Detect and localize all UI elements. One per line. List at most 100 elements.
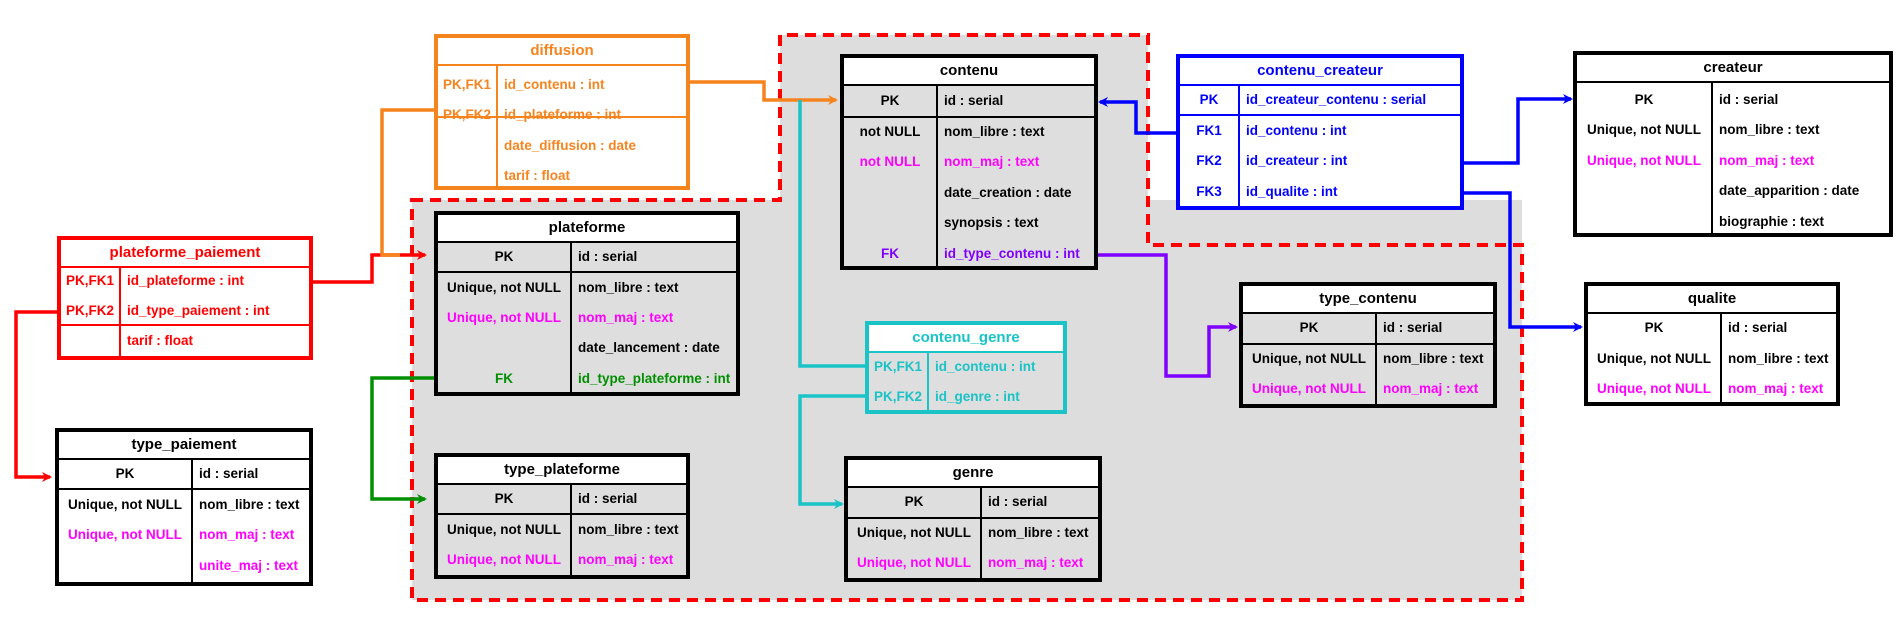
field-cell: id_createur_contenu : serial <box>1246 92 1427 107</box>
field-cell: nom_maj : text <box>578 552 674 567</box>
key-cell: PK <box>1199 92 1219 107</box>
field-cell: nom_libre : text <box>1728 351 1829 366</box>
region-boundary <box>410 33 1524 602</box>
column-divider <box>1711 81 1713 233</box>
field-cell: nom_maj : text <box>1383 381 1479 396</box>
key-cell: Unique, not NULL <box>68 527 182 542</box>
table-title: type_plateforme <box>438 457 686 485</box>
column-divider <box>191 458 193 582</box>
key-cell: Unique, not NULL <box>1252 351 1366 366</box>
field-cell: tarif : float <box>504 168 570 183</box>
table-title: plateforme <box>438 215 736 243</box>
table-contenu-genre: contenu_genre PK,FK1 id_contenu : int PK… <box>865 321 1067 414</box>
key-cell: PK,FK1 <box>873 359 922 374</box>
table-title: contenu <box>844 58 1094 86</box>
field-cell: nom_libre : text <box>578 522 679 537</box>
table-title: genre <box>848 460 1098 488</box>
key-cell: PK,FK2 <box>873 389 922 404</box>
key-cell <box>438 161 496 191</box>
key-cell: PK <box>494 249 514 264</box>
column-divider <box>936 84 938 266</box>
table-type-contenu: type_contenu PK id : serial Unique, not … <box>1239 282 1497 408</box>
header-divider <box>438 116 686 118</box>
field-cell: id : serial <box>1719 92 1779 107</box>
key-cell <box>844 178 936 208</box>
key-cell: FK <box>881 246 899 261</box>
field-cell: id : serial <box>988 494 1048 509</box>
key-cell: Unique, not NULL <box>1252 381 1366 396</box>
field-cell: date_lancement : date <box>578 340 720 355</box>
table-title: type_paiement <box>59 432 309 460</box>
field-cell: nom_libre : text <box>578 280 679 295</box>
field-cell: nom_maj : text <box>988 555 1084 570</box>
key-cell: Unique, not NULL <box>1587 122 1701 137</box>
field-cell: id : serial <box>1728 320 1788 335</box>
field-cell: nom_maj : text <box>199 527 295 542</box>
field-cell: id : serial <box>944 93 1004 108</box>
field-cell: nom_libre : text <box>1383 351 1484 366</box>
field-cell: nom_libre : text <box>944 124 1045 139</box>
connector-contenu-genre-contenu <box>798 100 866 368</box>
field-cell: nom_maj : text <box>1719 153 1815 168</box>
field-cell: synopsis : text <box>944 215 1039 230</box>
field-cell: id_type_plateforme : int <box>578 371 731 386</box>
column-divider <box>1720 312 1722 402</box>
table-title: type_contenu <box>1243 286 1493 314</box>
key-cell: not NULL <box>859 124 921 139</box>
field-cell: nom_libre : text <box>988 525 1089 540</box>
key-cell: PK <box>115 466 135 481</box>
connector-paiement-plateforme <box>312 250 427 284</box>
table-plateforme: plateforme PK id : serial Unique, not NU… <box>434 211 740 396</box>
column-divider <box>1238 84 1240 206</box>
table-title: diffusion <box>438 38 686 66</box>
key-cell: FK <box>495 371 513 386</box>
field-cell: id_createur : int <box>1246 153 1348 168</box>
header-divider <box>844 116 1094 118</box>
column-divider <box>496 64 498 186</box>
table-type-plateforme: type_plateforme PK id : serial Unique, n… <box>434 453 690 579</box>
key-cell: FK2 <box>1196 153 1222 168</box>
key-cell: FK3 <box>1196 184 1222 199</box>
column-divider <box>570 241 572 392</box>
key-cell: FK1 <box>1196 123 1222 138</box>
key-cell: Unique, not NULL <box>447 552 561 567</box>
field-cell: id : serial <box>199 466 259 481</box>
key-cell: PK <box>1634 92 1654 107</box>
column-divider <box>1375 312 1377 404</box>
connector-contenu-createur-qualite <box>1462 191 1583 332</box>
field-cell: tarif : float <box>127 333 193 348</box>
header-divider <box>61 324 309 326</box>
column-divider <box>927 351 929 410</box>
key-cell <box>438 333 570 363</box>
key-cell <box>61 326 119 356</box>
connector-plateforme-type-plateforme <box>370 376 436 504</box>
table-type-paiement: type_paiement PK id : serial Unique, not… <box>55 428 313 586</box>
key-cell: Unique, not NULL <box>857 525 971 540</box>
field-cell: id_plateforme : int <box>504 107 622 122</box>
field-cell: nom_libre : text <box>199 497 300 512</box>
table-createur: createur PK id : serial Unique, not NULL… <box>1573 51 1893 237</box>
key-cell: PK <box>880 93 900 108</box>
key-cell: Unique, not NULL <box>447 522 561 537</box>
field-cell: id_type_paiement : int <box>127 303 270 318</box>
key-cell: PK,FK1 <box>442 77 491 92</box>
key-cell: not NULL <box>859 154 921 169</box>
table-title: contenu_createur <box>1180 58 1460 86</box>
table-genre: genre PK id : serial Unique, not NULL no… <box>844 456 1102 582</box>
key-cell: PK <box>1299 320 1319 335</box>
header-divider <box>1243 343 1493 345</box>
key-cell: Unique, not NULL <box>857 555 971 570</box>
key-cell <box>844 208 936 238</box>
connector-contenu-type-contenu <box>1096 253 1238 378</box>
key-cell <box>438 131 496 161</box>
table-title: contenu_genre <box>869 325 1063 353</box>
key-cell: Unique, not NULL <box>1597 351 1711 366</box>
field-cell: nom_maj : text <box>944 154 1040 169</box>
key-cell: PK <box>904 494 924 509</box>
table-title: qualite <box>1588 286 1836 314</box>
connector-createur-contenu <box>1098 97 1180 135</box>
field-cell: id : serial <box>1383 320 1443 335</box>
connector-diffusion-contenu <box>688 80 838 105</box>
key-cell <box>1577 176 1711 206</box>
